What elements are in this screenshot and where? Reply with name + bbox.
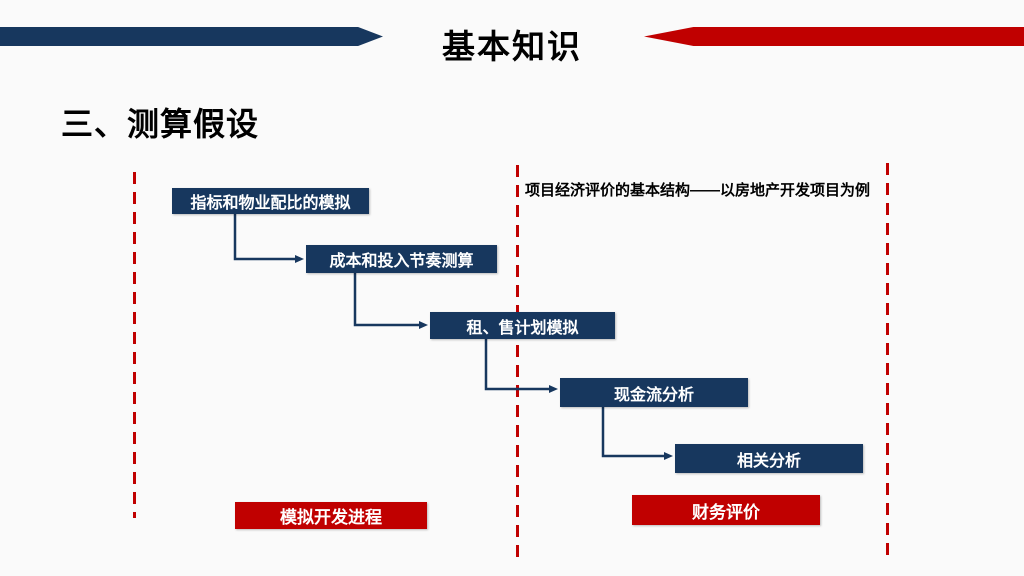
flow-step-rent-sale-plan: 租、售计划模拟: [430, 312, 615, 339]
flow-step-label: 现金流分析: [613, 386, 694, 404]
flow-step-label: 成本和投入节奏测算: [329, 253, 474, 270]
flow-step-label: 相关分析: [736, 452, 801, 470]
phase-divider-left: [133, 172, 136, 518]
flow-step-cash-flow-analysis: 现金流分析: [560, 378, 748, 407]
flow-step-indicator-property-mix: 指标和物业配比的模拟: [172, 188, 369, 214]
section-title: 三、测算假设: [61, 106, 260, 142]
header-left-arrow-shape: [0, 27, 383, 46]
flow-step-label: 指标和物业配比的模拟: [190, 195, 351, 212]
phase-divider-middle: [516, 165, 519, 558]
phase-divider-right: [886, 163, 889, 557]
stage-label: 财务评价: [692, 502, 760, 522]
flow-step-cost-investment-pace: 成本和投入节奏测算: [306, 245, 497, 273]
stage-label-development-process: 模拟开发进程: [235, 502, 427, 529]
diagram-caption: 项目经济评价的基本结构——以房地产开发项目为例: [525, 182, 871, 199]
flow-step-label: 租、售计划模拟: [466, 319, 579, 337]
header-right-arrow-shape: [644, 27, 1024, 46]
page-title: 基本知识: [442, 28, 582, 65]
flow-step-related-analysis: 相关分析: [675, 444, 863, 473]
stage-label-financial-evaluation: 财务评价: [632, 495, 820, 525]
stage-label: 模拟开发进程: [280, 508, 382, 527]
